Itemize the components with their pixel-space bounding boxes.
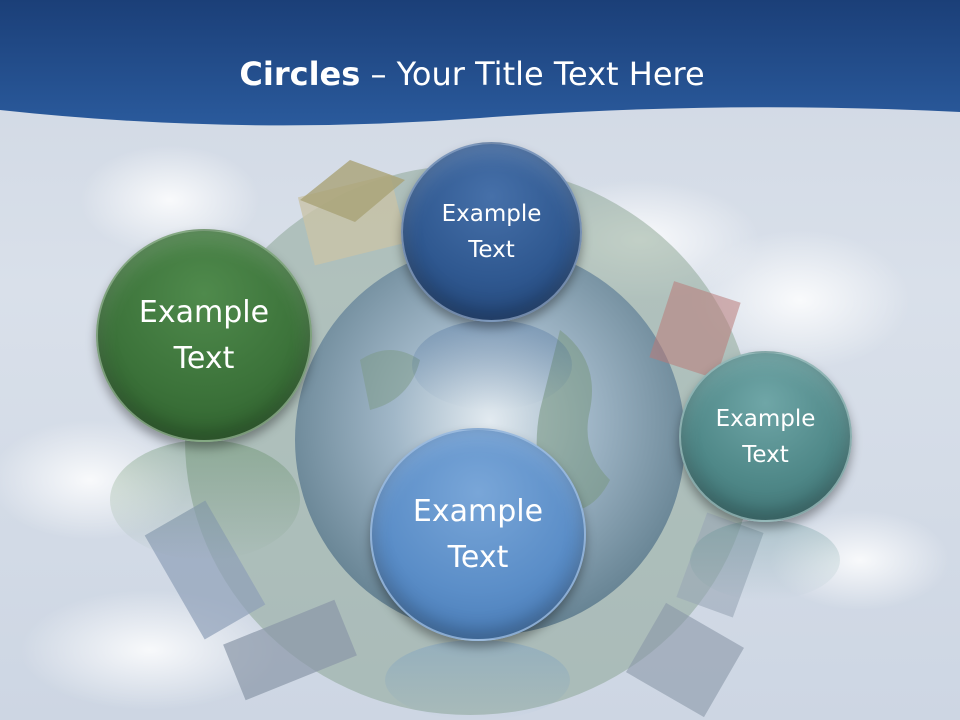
circle-teal-text: Example Text [715,405,816,468]
circle-teal[interactable]: Example Text [679,351,852,522]
circle-green[interactable]: Example Text [96,229,312,442]
circle-blue-text: Example Text [412,493,544,575]
circle-navy[interactable]: Example Text [401,142,582,322]
green-circle-reflection [110,440,300,560]
teal-circle-reflection [690,520,840,600]
header-band [0,0,960,126]
title-rest-part: – Your Title Text Here [360,55,705,93]
circle-green-text: Example Text [138,294,270,376]
slide-title[interactable]: Circles – Your Title Text Here [0,52,944,96]
circle-navy-text: Example Text [441,201,542,263]
title-bold-part: Circles [239,55,361,93]
navy-circle-reflection [412,320,572,410]
circle-blue[interactable]: Example Text [370,428,586,641]
blue-circle-reflection [385,640,570,720]
